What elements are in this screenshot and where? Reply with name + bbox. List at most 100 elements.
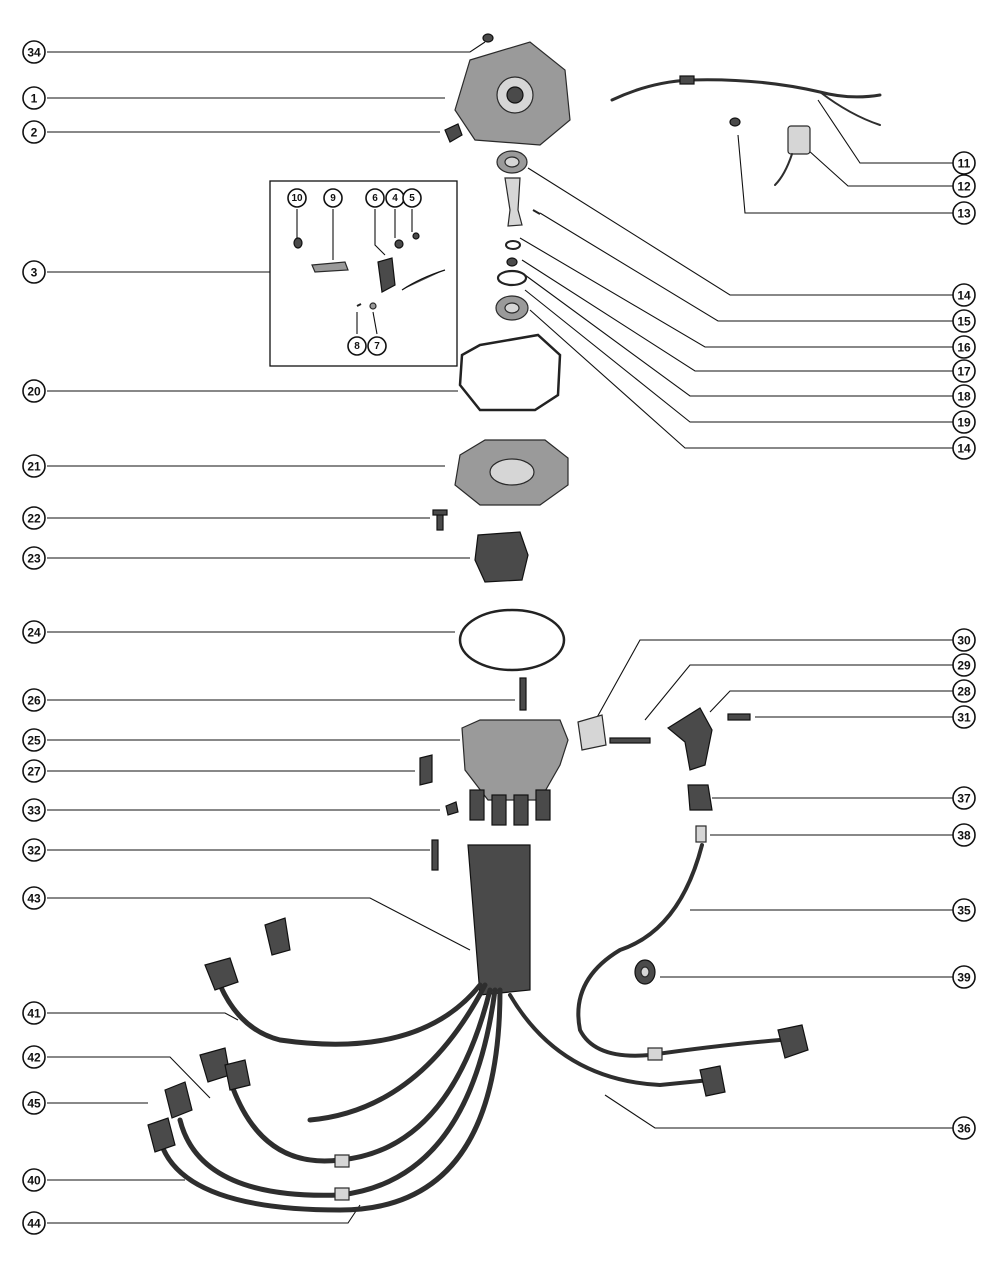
callout-16: 16	[952, 335, 976, 359]
callout-1: 1	[22, 86, 46, 110]
callout-14: 14	[952, 283, 976, 307]
callout-11: 11	[952, 151, 976, 175]
callout-label: 23	[27, 552, 41, 566]
part-45-boot	[164, 1081, 193, 1119]
callout-30: 30	[952, 628, 976, 652]
callout-6: 6	[365, 188, 385, 208]
part-35-coil-wire	[576, 843, 809, 1061]
part-21-housing	[454, 439, 569, 506]
part-41-boot	[204, 917, 291, 991]
callout-label: 6	[372, 193, 378, 204]
part-39-grommet	[634, 959, 656, 985]
part-22-screw	[432, 509, 448, 531]
callout-label: 14	[957, 289, 971, 303]
callout-15: 15	[952, 309, 976, 333]
part-16-washer	[505, 240, 521, 250]
callout-label: 19	[957, 416, 971, 430]
callout-7: 7	[367, 336, 387, 356]
callout-label: 8	[354, 341, 360, 352]
breaker-assembly-inset-box	[269, 180, 458, 367]
part-31-screw	[727, 713, 751, 721]
part-18-ring	[496, 269, 528, 287]
callout-label: 18	[957, 390, 971, 404]
breaker-assembly-parts	[293, 232, 446, 310]
part-30-gasket	[577, 714, 607, 751]
part-33-clip	[445, 801, 459, 816]
callout-label: 44	[27, 1217, 41, 1231]
callout-31: 31	[952, 705, 976, 729]
callout-14: 14	[952, 436, 976, 460]
callout-29: 29	[952, 653, 976, 677]
callout-label: 39	[957, 971, 971, 985]
callout-label: 41	[27, 1007, 41, 1021]
callout-label: 43	[27, 892, 41, 906]
callout-label: 26	[27, 694, 41, 708]
callout-label: 21	[27, 460, 41, 474]
callout-37: 37	[952, 786, 976, 810]
callout-label: 12	[957, 180, 971, 194]
part-42-boots	[199, 1047, 251, 1091]
callout-label: 32	[27, 844, 41, 858]
callout-label: 2	[31, 126, 38, 140]
callout-label: 16	[957, 341, 971, 355]
callout-10: 10	[287, 188, 307, 208]
callout-label: 42	[27, 1051, 41, 1065]
callout-43: 43	[22, 886, 46, 910]
part-44-sleeve	[334, 1154, 350, 1201]
callout-label: 13	[957, 207, 971, 221]
callout-label: 17	[957, 365, 971, 379]
callout-22: 22	[22, 506, 46, 530]
part-37-boot	[687, 784, 713, 811]
part-32-screw	[431, 839, 439, 871]
callout-label: 36	[957, 1122, 971, 1136]
part-34-screw	[482, 33, 494, 43]
callout-label: 25	[27, 734, 41, 748]
callout-34: 34	[22, 40, 46, 64]
part-14-bearing-lower	[495, 295, 529, 321]
callout-label: 45	[27, 1097, 41, 1111]
callout-label: 20	[27, 385, 41, 399]
callout-26: 26	[22, 688, 46, 712]
callout-label: 40	[27, 1174, 41, 1188]
callout-label: 22	[27, 512, 41, 526]
callout-bubbles: 3412320212223242625273332434142454044111…	[22, 40, 976, 1235]
part-29-spring	[609, 737, 651, 744]
callout-45: 45	[22, 1091, 46, 1115]
callout-label: 5	[409, 193, 415, 204]
callout-18: 18	[952, 384, 976, 408]
callout-8: 8	[347, 336, 367, 356]
callout-2: 2	[22, 120, 46, 144]
part-36-boot	[699, 1065, 726, 1097]
part-15-pin	[532, 209, 541, 215]
callout-9: 9	[323, 188, 343, 208]
callout-25: 25	[22, 728, 46, 752]
callout-label: 28	[957, 685, 971, 699]
callout-label: 14	[957, 442, 971, 456]
callout-20: 20	[22, 379, 46, 403]
part-25-distributor-cap	[461, 719, 569, 826]
callout-36: 36	[952, 1116, 976, 1140]
callout-21: 21	[22, 454, 46, 478]
part-11-lead-wire	[610, 75, 882, 126]
callout-12: 12	[952, 174, 976, 198]
callout-label: 30	[957, 634, 971, 648]
callout-40: 40	[22, 1168, 46, 1192]
part-43-wire-harness	[157, 844, 712, 1213]
callout-23: 23	[22, 546, 46, 570]
callout-label: 29	[957, 659, 971, 673]
callout-32: 32	[22, 838, 46, 862]
part-28-coil-terminal	[666, 707, 713, 771]
part-26-stud	[519, 677, 527, 711]
callout-label: 35	[957, 904, 971, 918]
callout-41: 41	[22, 1001, 46, 1025]
callout-label: 38	[957, 829, 971, 843]
callout-24: 24	[22, 620, 46, 644]
callout-label: 24	[27, 626, 41, 640]
callout-label: 33	[27, 804, 41, 818]
callout-label: 10	[291, 193, 303, 204]
callout-label: 9	[330, 193, 336, 204]
part-20-gasket	[458, 333, 562, 412]
callout-38: 38	[952, 823, 976, 847]
callout-label: 31	[957, 711, 971, 725]
